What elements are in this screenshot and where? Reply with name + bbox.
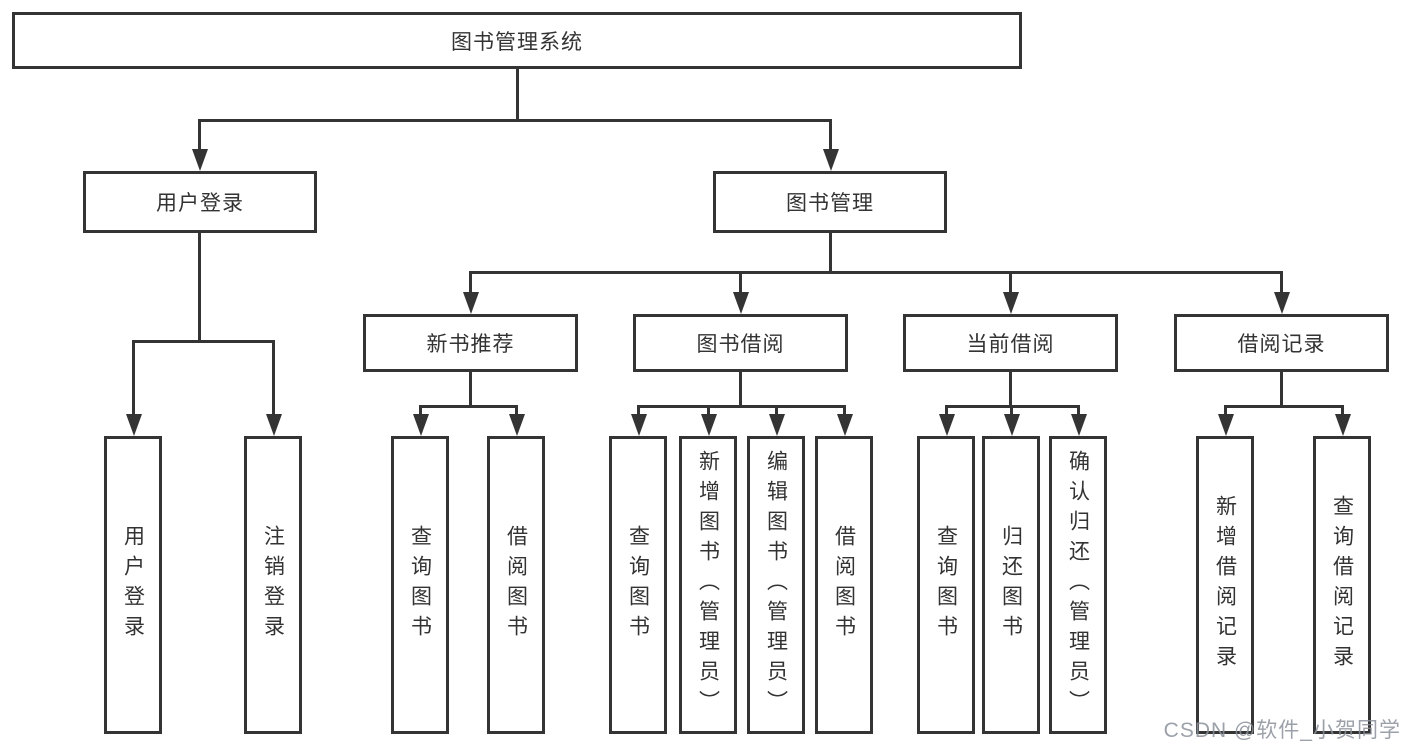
node-borrow-records: 借阅记录 xyxy=(1174,314,1389,372)
leaf-currentborrow-query: 查询图书 xyxy=(917,436,975,734)
connector-records-stub xyxy=(1280,372,1283,408)
leaf-records-add-label: 新增借阅记录 xyxy=(1213,495,1237,675)
connector-newbooks-stub xyxy=(469,372,472,408)
node-new-book-recommend: 新书推荐 xyxy=(363,314,578,372)
connector-book-mgmt-stub xyxy=(829,233,832,274)
arrow-to-bookborrow-borrow xyxy=(836,405,853,436)
leaf-bookborrow-add-admin: 新增图书（管理员） xyxy=(679,436,737,734)
connector-records-branch xyxy=(1224,405,1344,408)
node-borrow-records-label: 借阅记录 xyxy=(1237,333,1326,356)
leaf-logout-label: 注销登录 xyxy=(261,525,285,645)
connector-bookborrow-branch xyxy=(637,405,846,408)
leaf-bookborrow-borrow: 借阅图书 xyxy=(815,436,873,734)
node-current-borrow-label: 当前借阅 xyxy=(966,333,1055,356)
node-user-login: 用户登录 xyxy=(83,171,317,233)
leaf-bookborrow-query-label: 查询图书 xyxy=(626,525,650,645)
leaf-bookborrow-query: 查询图书 xyxy=(609,436,667,734)
arrow-to-bookborrow-query xyxy=(630,405,647,436)
leaf-user-login: 用户登录 xyxy=(104,436,162,734)
leaf-newbooks-query: 查询图书 xyxy=(391,436,449,734)
arrow-to-borrow-records xyxy=(1273,271,1290,314)
leaf-bookborrow-add-admin-label: 新增图书（管理员） xyxy=(696,450,720,720)
arrow-to-book-management xyxy=(822,119,839,171)
arrow-to-newbooks-borrow xyxy=(508,405,525,436)
leaf-currentborrow-query-label: 查询图书 xyxy=(934,525,958,645)
node-book-borrow-label: 图书借阅 xyxy=(696,333,785,356)
connector-level2-branch xyxy=(198,119,832,122)
leaf-currentborrow-confirm-admin-label: 确认归还（管理员） xyxy=(1066,450,1090,720)
connector-user-login-stub xyxy=(198,233,201,343)
leaf-bookborrow-borrow-label: 借阅图书 xyxy=(832,525,856,645)
connector-level3-branch xyxy=(469,271,1283,274)
node-user-login-label: 用户登录 xyxy=(156,192,244,215)
node-current-borrow: 当前借阅 xyxy=(903,314,1118,372)
arrow-to-current-borrow xyxy=(1002,271,1019,314)
leaf-bookborrow-edit-admin: 编辑图书（管理员） xyxy=(747,436,805,734)
arrow-to-currentborrow-return xyxy=(1003,405,1020,436)
arrow-to-records-add xyxy=(1217,405,1234,436)
node-new-book-recommend-label: 新书推荐 xyxy=(426,333,515,356)
leaf-newbooks-borrow-label: 借阅图书 xyxy=(504,525,528,645)
leaf-bookborrow-edit-admin-label: 编辑图书（管理员） xyxy=(764,450,788,720)
node-book-borrow: 图书借阅 xyxy=(633,314,848,372)
arrow-to-leaf-user-login xyxy=(125,340,142,436)
arrow-to-newbooks-query xyxy=(412,405,429,436)
leaf-records-query: 查询借阅记录 xyxy=(1313,436,1371,734)
leaf-user-login-label: 用户登录 xyxy=(121,525,145,645)
arrow-to-currentborrow-confirm xyxy=(1070,405,1087,436)
node-root-system: 图书管理系统 xyxy=(12,12,1022,69)
leaf-currentborrow-return: 归还图书 xyxy=(982,436,1040,734)
connector-newbooks-branch xyxy=(419,405,518,408)
arrow-to-currentborrow-query xyxy=(938,405,955,436)
arrow-to-book-borrow xyxy=(732,271,749,314)
leaf-records-add: 新增借阅记录 xyxy=(1196,436,1254,734)
connector-bookborrow-stub xyxy=(739,372,742,408)
connector-currentborrow-stub xyxy=(1009,372,1012,408)
arrow-to-user-login xyxy=(191,119,208,171)
node-book-management: 图书管理 xyxy=(713,171,947,233)
leaf-records-query-label: 查询借阅记录 xyxy=(1330,495,1354,675)
connector-user-login-branch xyxy=(132,340,275,343)
leaf-newbooks-query-label: 查询图书 xyxy=(408,525,432,645)
node-root-label: 图书管理系统 xyxy=(451,30,583,54)
connector-root-stub xyxy=(516,69,519,122)
watermark-text: CSDN @软件_小贺同学 xyxy=(1163,719,1401,742)
leaf-currentborrow-confirm-admin: 确认归还（管理员） xyxy=(1049,436,1107,734)
leaf-newbooks-borrow: 借阅图书 xyxy=(487,436,545,734)
leaf-currentborrow-return-label: 归还图书 xyxy=(999,525,1023,645)
arrow-to-records-query xyxy=(1334,405,1351,436)
arrow-to-new-book-recommend xyxy=(462,271,479,314)
arrow-to-bookborrow-add xyxy=(700,405,717,436)
leaf-logout: 注销登录 xyxy=(244,436,302,734)
arrow-to-bookborrow-edit xyxy=(768,405,785,436)
arrow-to-leaf-logout xyxy=(265,340,282,436)
node-book-management-label: 图书管理 xyxy=(786,192,874,215)
